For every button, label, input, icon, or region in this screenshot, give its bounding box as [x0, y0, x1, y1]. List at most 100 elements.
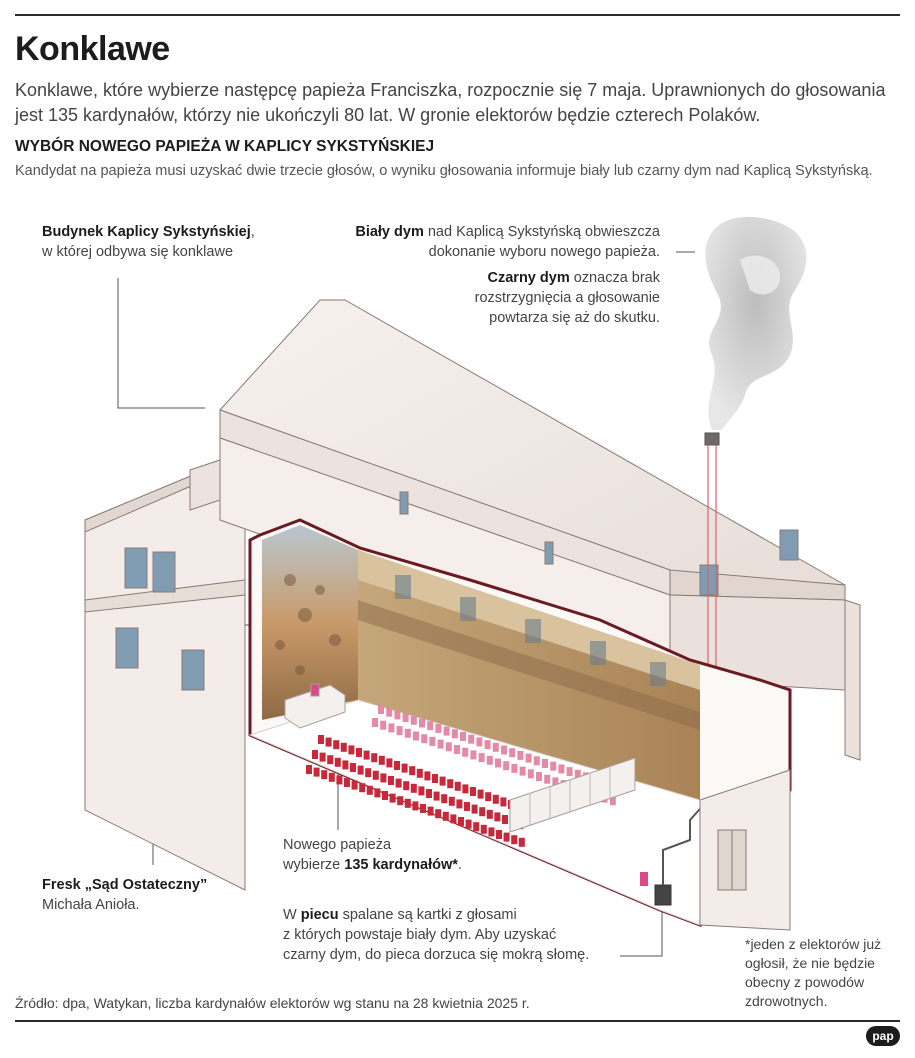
cardinal-seat [372, 770, 379, 780]
cardinal-seat [468, 734, 475, 744]
cardinal-seat [492, 742, 499, 752]
cardinal-seat [470, 787, 476, 796]
cardinal-seat [511, 763, 518, 773]
cardinal-seat [536, 772, 542, 781]
cardinal-seat [426, 789, 432, 798]
cardinal-seat [462, 784, 469, 794]
annotation-building-bold: Budynek Kaplicy Sykstyńskiej [42, 224, 251, 240]
cardinal-seat [517, 750, 524, 760]
cardinal-seat [365, 768, 372, 778]
cardinal-seat [427, 806, 434, 816]
footnote: *jeden z elektorów już ogłosił, że nie b… [745, 936, 882, 1009]
cardinal-seat [340, 742, 347, 752]
cardinal-seat [542, 759, 548, 768]
annotation-stove: W piecu spalane są kartki z głosami z kt… [283, 905, 589, 965]
cardinal-seat [429, 736, 436, 746]
cardinal-seat [325, 737, 332, 747]
right-annex [844, 599, 861, 761]
cardinal-seat [454, 781, 461, 791]
cardinal-seat [380, 720, 387, 730]
cardinals-bold: 135 kardynałów* [344, 857, 458, 873]
cardinal-seat [386, 707, 393, 717]
cardinals-line2-pre: wybierze [283, 857, 345, 873]
cardinal-seat [397, 796, 404, 806]
cardinal-seat [432, 774, 438, 783]
stove-line2: z których powstaje biały dym. Aby uzyska… [283, 927, 557, 943]
cardinal-seat [486, 755, 493, 765]
black-smoke-line2: rozstrzygnięcia a głosowanie [474, 290, 660, 306]
cardinal-seat [395, 778, 402, 788]
black-smoke-line1: oznacza brak [569, 270, 660, 286]
cardinals-line1: Nowego papieża [283, 837, 392, 853]
cardinal-seat [478, 753, 485, 763]
cardinal-seat [500, 797, 507, 807]
cardinal-seat [318, 735, 324, 744]
fresco-bold: Fresk „Sąd Ostateczny” [42, 877, 208, 893]
cardinal-seat [494, 812, 501, 822]
cardinal-seat [319, 752, 326, 762]
cardinal-seat [485, 792, 492, 802]
cardinal-seat [359, 783, 366, 793]
cardinal-seat [450, 814, 457, 824]
cardinal-seat [402, 713, 409, 723]
cardinal-seat [501, 745, 507, 755]
cardinal-seat [435, 809, 442, 819]
cardinal-seat [552, 777, 559, 787]
chapel-screen [509, 757, 636, 833]
cardinal-seat [503, 761, 510, 771]
annotation-building-comma: , [250, 224, 255, 240]
cardinal-seat [356, 748, 362, 757]
cardinal-seat [470, 750, 477, 760]
cardinal-seat [495, 758, 501, 768]
cardinal-seat [372, 718, 378, 727]
cardinal-seat [443, 726, 450, 736]
cardinal-seat [312, 750, 318, 759]
cardinal-seat [389, 793, 396, 803]
cardinal-seat [404, 798, 411, 808]
cardinal-seat [441, 794, 448, 804]
cardinal-seat [479, 807, 486, 817]
annotation-building-line2: w której odbywa się konklawe [42, 244, 234, 260]
cardinal-seat [388, 776, 394, 785]
cardinal-seat [421, 734, 428, 744]
annotation-black-smoke: Czarny dym oznacza brak rozstrzygnięcia … [420, 268, 660, 328]
cardinal-seat [350, 763, 356, 772]
stove-pre: W [283, 907, 301, 923]
annotation-fresco: Fresk „Sąd Ostateczny” Michała Anioła. [42, 875, 207, 915]
cardinal-seat [488, 827, 495, 837]
cardinal-seat [558, 764, 565, 774]
cardinal-seat [525, 753, 532, 763]
cardinal-seat [380, 773, 387, 783]
cardinal-seat [386, 758, 393, 768]
altar [284, 683, 346, 729]
section-description: Kandydat na papieża musi uzyskać dwie tr… [15, 163, 873, 179]
cardinal-seat [458, 817, 464, 826]
cardinal-seat [492, 794, 499, 804]
cardinal-seat [447, 779, 454, 789]
section-heading: WYBÓR NOWEGO PAPIEŻA W KAPLICY SYKSTYŃSK… [15, 138, 435, 155]
left-annex [84, 469, 246, 891]
cardinal-seat [518, 837, 525, 847]
top-rule [15, 14, 900, 16]
cardinal-seat [464, 802, 470, 811]
cardinal-seat [527, 769, 534, 779]
stove-line3: czarny dym, do pieca dorzuca się mokrą s… [283, 947, 590, 963]
bottom-rule [15, 1020, 900, 1022]
cardinal-seat [306, 765, 312, 774]
source-note: Źródło: dpa, Watykan, liczba kardynałów … [15, 995, 530, 1011]
cardinal-seat [473, 822, 480, 832]
cardinal-seat [427, 721, 434, 731]
cardinal-seat [509, 748, 516, 758]
cardinal-seat [439, 776, 446, 786]
smoke-plume [705, 216, 807, 430]
cardinal-seat [424, 771, 431, 781]
cardinal-seat [462, 747, 469, 757]
cardinal-seat [328, 772, 335, 782]
cardinal-seat [382, 791, 388, 800]
cardinal-seat [574, 769, 581, 779]
cardinal-seat [410, 715, 417, 725]
cardinals-line2-post: . [457, 857, 462, 873]
cardinals-seats [306, 705, 616, 847]
cardinal-seat [394, 761, 400, 770]
cardinal-seat [484, 740, 491, 750]
